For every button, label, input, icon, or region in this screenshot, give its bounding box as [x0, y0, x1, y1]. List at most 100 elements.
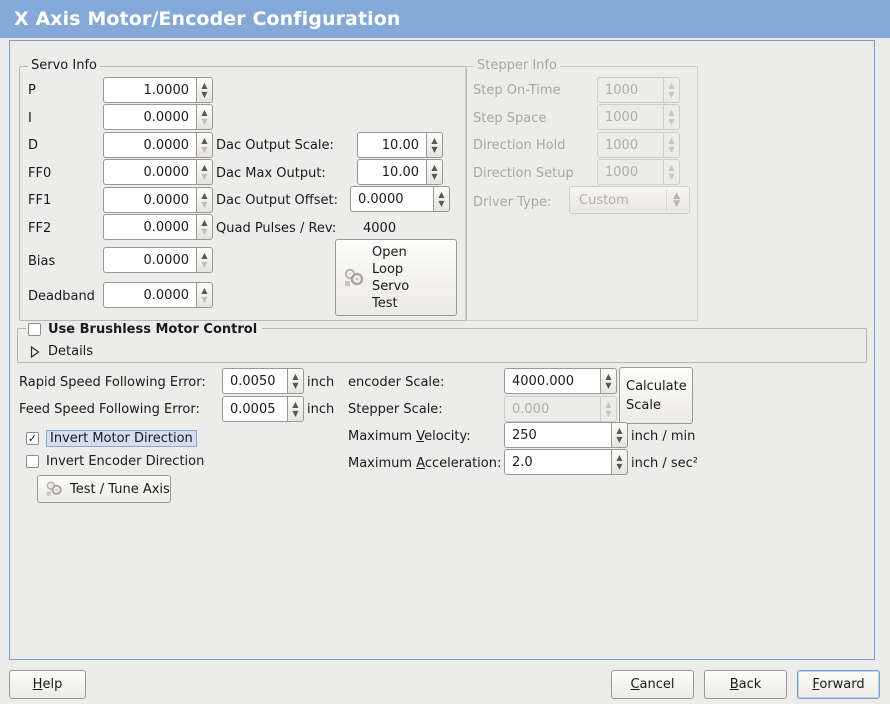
spin-down-icon[interactable]: ▼ [201, 227, 208, 236]
dac-output-scale-value[interactable]: 10.00 [357, 132, 426, 158]
spin-up-icon[interactable]: ▲ [201, 286, 208, 295]
servo-spin-d[interactable]: 0.0000 ▲▼ [103, 132, 213, 158]
spin-down-icon[interactable]: ▼ [201, 295, 208, 304]
servo-spin-i-buttons[interactable]: ▲▼ [196, 104, 213, 130]
servo-spin-ff2-buttons[interactable]: ▲▼ [196, 214, 213, 240]
use-brushless-checkbox[interactable]: Use Brushless Motor Control [26, 322, 263, 337]
forward-button[interactable]: Forward [797, 670, 880, 699]
servo-spin-d-buttons[interactable]: ▲▼ [196, 132, 213, 158]
open-loop-servo-test-button[interactable]: Open Loop Servo Test [335, 239, 457, 316]
spin-up-icon[interactable]: ▲ [201, 81, 208, 90]
spin-down-icon[interactable]: ▼ [292, 409, 299, 418]
servo-spin-i[interactable]: 0.0000 ▲▼ [103, 104, 213, 130]
servo-spin-ff1[interactable]: 0.0000 ▲▼ [103, 187, 213, 213]
spin-up-icon[interactable]: ▲ [431, 136, 438, 145]
checkbox-box[interactable]: ✓ [26, 432, 39, 445]
dac-max-output-value[interactable]: 10.00 [357, 159, 426, 185]
servo-spin-deadband-buttons[interactable]: ▲▼ [196, 282, 213, 308]
rapid-following-error-value[interactable]: 0.0050 [222, 368, 287, 394]
spin-up-icon[interactable]: ▲ [201, 163, 208, 172]
calculate-scale-button[interactable]: Calculate Scale [619, 367, 693, 424]
spin-down-icon[interactable]: ▼ [616, 462, 623, 471]
servo-spin-i-value[interactable]: 0.0000 [103, 104, 196, 130]
spin-down-icon[interactable]: ▼ [292, 381, 299, 390]
max-velocity-buttons[interactable]: ▲▼ [611, 422, 628, 448]
servo-spin-ff0[interactable]: 0.0000 ▲▼ [103, 159, 213, 185]
encoder-scale-value[interactable]: 4000.000 [504, 368, 600, 394]
dac-output-scale-spin[interactable]: 10.00 ▲▼ [357, 132, 443, 158]
invert-encoder-direction-checkbox[interactable]: Invert Encoder Direction [26, 454, 204, 469]
details-expander[interactable]: Details [30, 344, 93, 359]
dac-max-output-spin[interactable]: 10.00 ▲▼ [357, 159, 443, 185]
servo-label-ff1: FF1 [28, 193, 52, 208]
max-acceleration-spin[interactable]: 2.0 ▲▼ [504, 449, 628, 475]
help-button[interactable]: Help [9, 670, 86, 699]
spin-down-icon[interactable]: ▼ [431, 145, 438, 154]
rapid-following-error-buttons[interactable]: ▲▼ [287, 368, 304, 394]
spin-up-icon[interactable]: ▲ [201, 191, 208, 200]
encoder-scale-spin[interactable]: 4000.000 ▲▼ [504, 368, 617, 394]
checkbox-box[interactable] [26, 455, 39, 468]
spin-up-icon[interactable]: ▲ [438, 190, 445, 199]
spin-up-icon[interactable]: ▲ [431, 163, 438, 172]
spin-up-icon[interactable]: ▲ [201, 108, 208, 117]
spin-up-icon[interactable]: ▲ [201, 136, 208, 145]
dac-output-offset-value[interactable]: 0.0000 [350, 186, 433, 212]
servo-spin-bias-buttons[interactable]: ▲▼ [196, 247, 213, 273]
spin-up-icon[interactable]: ▲ [616, 426, 623, 435]
spin-down-icon[interactable]: ▼ [201, 260, 208, 269]
servo-spin-ff0-value[interactable]: 0.0000 [103, 159, 196, 185]
test-tune-axis-button[interactable]: Test / Tune Axis [37, 475, 171, 503]
spin-down-icon[interactable]: ▼ [605, 381, 612, 390]
servo-spin-ff0-buttons[interactable]: ▲▼ [196, 159, 213, 185]
max-velocity-value[interactable]: 250 [504, 422, 611, 448]
spin-down-icon[interactable]: ▼ [201, 200, 208, 209]
spin-up-icon[interactable]: ▲ [616, 453, 623, 462]
servo-spin-ff2-value[interactable]: 0.0000 [103, 214, 196, 240]
cancel-button[interactable]: Cancel [611, 670, 694, 699]
back-button[interactable]: Back [704, 670, 787, 699]
spin-down-icon[interactable]: ▼ [201, 145, 208, 154]
spin-down-icon[interactable]: ▼ [431, 172, 438, 181]
max-velocity-spin[interactable]: 250 ▲▼ [504, 422, 628, 448]
servo-spin-deadband[interactable]: 0.0000 ▲▼ [103, 282, 213, 308]
max-acceleration-label-pre: Maximum [348, 456, 417, 471]
feed-following-error-buttons[interactable]: ▲▼ [287, 396, 304, 422]
invert-motor-direction-checkbox[interactable]: ✓ Invert Motor Direction [26, 430, 197, 447]
spin-up-icon[interactable]: ▲ [605, 372, 612, 381]
feed-following-error-value[interactable]: 0.0005 [222, 396, 287, 422]
dac-max-output-buttons[interactable]: ▲▼ [426, 159, 443, 185]
feed-following-error-spin[interactable]: 0.0005 ▲▼ [222, 396, 304, 422]
max-acceleration-buttons[interactable]: ▲▼ [611, 449, 628, 475]
servo-spin-p[interactable]: 1.0000 ▲▼ [103, 77, 213, 103]
encoder-scale-buttons[interactable]: ▲▼ [600, 368, 617, 394]
dac-output-offset-buttons[interactable]: ▲▼ [433, 186, 450, 212]
servo-spin-ff1-value[interactable]: 0.0000 [103, 187, 196, 213]
max-velocity-label-mnemonic: V [416, 429, 425, 444]
spin-down-icon[interactable]: ▼ [201, 90, 208, 99]
dac-output-offset-spin[interactable]: 0.0000 ▲▼ [350, 186, 450, 212]
servo-spin-ff1-buttons[interactable]: ▲▼ [196, 187, 213, 213]
servo-spin-bias-value[interactable]: 0.0000 [103, 247, 196, 273]
triangle-right-icon[interactable] [30, 345, 40, 358]
spin-down-icon[interactable]: ▼ [616, 435, 623, 444]
spin-down-icon[interactable]: ▼ [438, 199, 445, 208]
dac-output-scale-buttons[interactable]: ▲▼ [426, 132, 443, 158]
spin-down-icon[interactable]: ▼ [201, 172, 208, 181]
rapid-following-error-spin[interactable]: 0.0050 ▲▼ [222, 368, 304, 394]
spin-up-icon[interactable]: ▲ [292, 400, 299, 409]
spin-up-icon[interactable]: ▲ [292, 372, 299, 381]
spin-up-icon[interactable]: ▲ [201, 251, 208, 260]
servo-spin-ff2[interactable]: 0.0000 ▲▼ [103, 214, 213, 240]
checkbox-box[interactable] [28, 323, 41, 336]
max-velocity-label-pre: Maximum [348, 429, 417, 444]
servo-spin-p-value[interactable]: 1.0000 [103, 77, 196, 103]
spin-down-icon[interactable]: ▼ [201, 117, 208, 126]
servo-spin-p-buttons[interactable]: ▲▼ [196, 77, 213, 103]
servo-spin-d-value[interactable]: 0.0000 [103, 132, 196, 158]
servo-spin-bias[interactable]: 0.0000 ▲▼ [103, 247, 213, 273]
max-acceleration-value[interactable]: 2.0 [504, 449, 611, 475]
servo-spin-deadband-value[interactable]: 0.0000 [103, 282, 196, 308]
spin-up-icon[interactable]: ▲ [201, 218, 208, 227]
dac-max-output-label: Dac Max Output: [216, 166, 326, 181]
